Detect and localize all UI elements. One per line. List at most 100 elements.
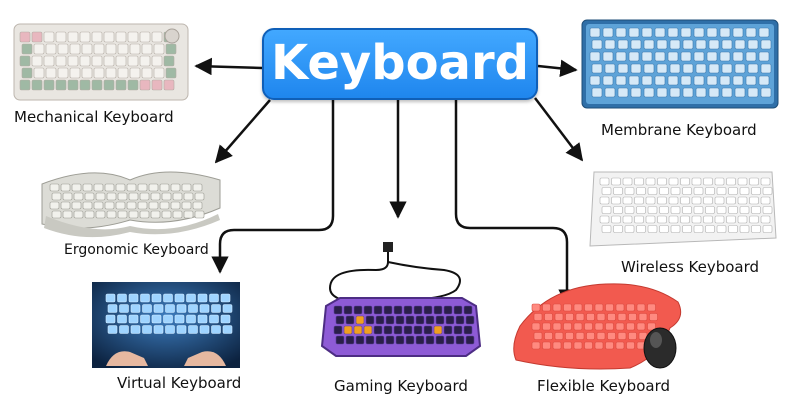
key-cap <box>413 325 423 335</box>
key-cap <box>670 225 681 233</box>
key-cap <box>128 210 139 219</box>
key-cap <box>604 87 616 98</box>
key-cap <box>542 322 551 331</box>
key-cap <box>599 196 610 205</box>
key-cap <box>95 192 106 201</box>
key-cap <box>645 177 656 186</box>
key-cap <box>726 196 736 205</box>
key-cap <box>335 315 345 325</box>
key-cap <box>393 305 403 315</box>
key-cap <box>751 206 761 214</box>
key-cap <box>79 79 91 91</box>
key-cap <box>127 55 139 67</box>
key-cap <box>117 210 128 219</box>
key-cap <box>667 51 679 62</box>
key-cap <box>405 315 415 325</box>
key-cap <box>81 43 93 55</box>
key-cap <box>19 31 31 43</box>
key-cap <box>739 225 750 233</box>
key-cap <box>626 322 635 331</box>
key-cap <box>596 332 606 340</box>
key-cap <box>355 315 365 325</box>
key-cap <box>732 51 744 62</box>
key-cap <box>680 27 692 38</box>
key-cap <box>659 187 669 195</box>
key-cap <box>628 313 637 321</box>
key-cap <box>142 325 152 334</box>
key-cap <box>62 210 73 219</box>
key-cap <box>51 192 62 201</box>
key-cap <box>636 187 646 195</box>
key-cap <box>693 206 704 214</box>
label-virtual-keyboard: Virtual Keyboard <box>117 374 242 392</box>
key-cap <box>62 192 73 201</box>
label-gaming-keyboard: Gaming Keyboard <box>334 377 468 395</box>
key-cap <box>220 293 231 303</box>
key-cap <box>573 341 583 350</box>
key-cap <box>33 67 45 79</box>
key-cap <box>153 67 165 79</box>
key-cap <box>563 341 572 350</box>
key-cap <box>615 341 625 350</box>
key-cap <box>607 313 616 321</box>
key-cap <box>151 31 163 43</box>
key-cap <box>719 51 731 62</box>
key-cap <box>760 87 772 98</box>
key-cap <box>734 39 746 50</box>
key-cap <box>584 322 593 331</box>
key-cap <box>634 215 644 224</box>
ergonomic-keyboard-image <box>41 171 221 238</box>
key-cap <box>67 55 79 67</box>
key-cap <box>107 304 118 313</box>
key-cap <box>554 332 564 340</box>
key-cap <box>624 225 635 233</box>
key-cap <box>67 31 79 43</box>
key-cap <box>115 201 126 210</box>
key-cap <box>181 201 192 210</box>
key-cap <box>611 196 621 205</box>
key-cap <box>565 313 574 321</box>
key-cap <box>127 31 139 43</box>
key-cap <box>708 39 720 50</box>
arrow-to-ergonomic <box>214 99 271 164</box>
key-cap <box>552 303 562 312</box>
key-cap <box>119 304 129 313</box>
key-cap <box>691 215 702 224</box>
key-cap <box>762 187 773 195</box>
key-cap <box>668 215 679 224</box>
key-cap <box>383 325 393 335</box>
key-cap <box>141 67 153 79</box>
key-cap <box>165 325 175 334</box>
key-cap <box>728 206 738 214</box>
key-cap <box>43 31 55 43</box>
key-cap <box>55 79 67 91</box>
key-cap <box>596 313 606 321</box>
key-cap <box>425 335 435 345</box>
key-cap <box>680 215 690 224</box>
arrow-to-virtual <box>211 100 335 274</box>
key-cap <box>69 43 81 55</box>
key-cap <box>617 63 629 74</box>
key-cap <box>159 201 170 210</box>
key-cap <box>706 27 718 38</box>
key-cap <box>611 215 621 224</box>
key-cap <box>703 215 713 224</box>
key-cap <box>445 315 455 325</box>
key-cap <box>531 341 541 350</box>
key-cap <box>343 325 353 335</box>
label-flexible-keyboard: Flexible Keyboard <box>537 377 671 395</box>
key-cap <box>573 303 583 312</box>
key-cap <box>703 196 713 205</box>
key-cap <box>105 314 116 324</box>
key-cap <box>659 225 669 233</box>
key-cap <box>117 314 127 324</box>
key-cap <box>128 293 139 303</box>
key-cap <box>165 304 175 313</box>
key-cap <box>758 51 770 62</box>
key-cap <box>93 201 104 210</box>
key-cap <box>465 315 475 325</box>
key-cap <box>667 75 679 86</box>
key-cap <box>544 313 553 321</box>
key-cap <box>443 305 453 315</box>
key-cap <box>626 341 635 350</box>
